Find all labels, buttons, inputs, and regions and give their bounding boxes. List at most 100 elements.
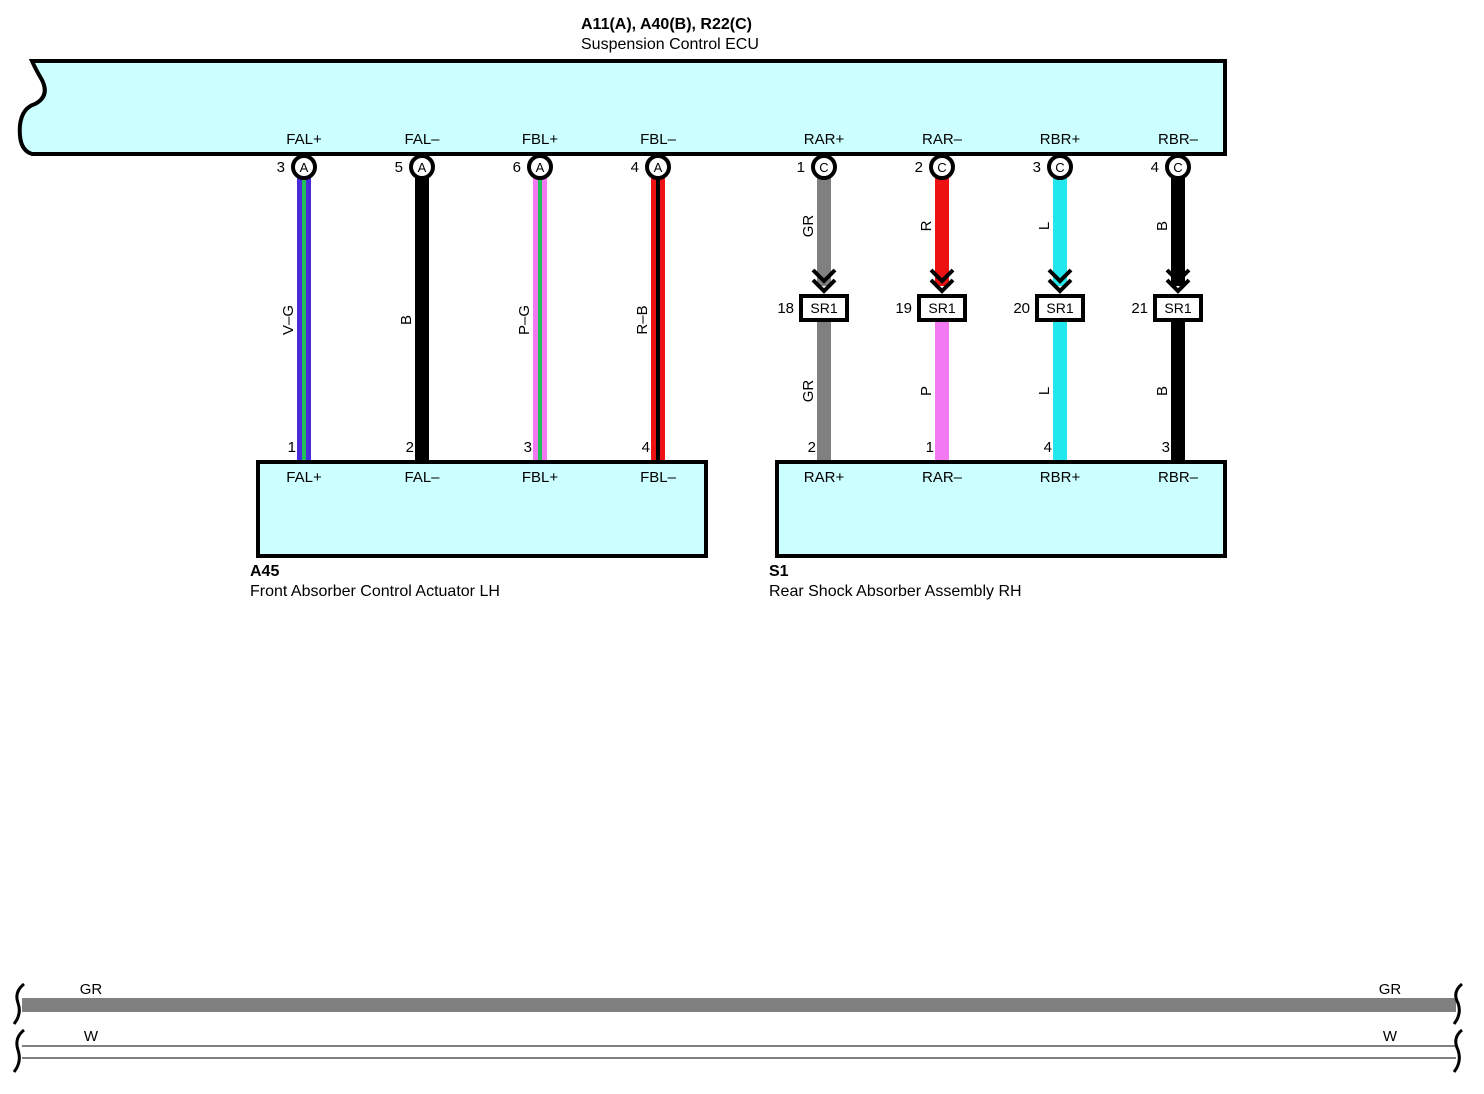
rear-absorber-name: Rear Shock Absorber Assembly RH <box>769 583 1022 600</box>
junction-chevrons <box>811 268 1191 294</box>
connector-letter: A <box>300 160 309 175</box>
junction-label: SR1 <box>1046 300 1073 316</box>
ecu-pin-number: 5 <box>395 159 403 176</box>
wire-code: L <box>1036 387 1053 395</box>
front-actuator-box <box>256 460 708 558</box>
wire-code: R <box>918 220 935 231</box>
chevron-down-icon <box>1047 268 1073 294</box>
junction-pin-number: 18 <box>777 300 794 317</box>
dest-pin-number: 1 <box>926 439 934 456</box>
wire-code: GR <box>800 215 817 238</box>
ecu-box <box>17 59 1227 156</box>
ecu-pin-numbers: 3 5 6 4 1 2 3 4 <box>277 159 1159 176</box>
connector-letter: C <box>1055 160 1064 175</box>
ecu-pin-label: RAR– <box>922 131 963 148</box>
connector-letter: C <box>937 160 946 175</box>
junction-label: SR1 <box>810 300 837 316</box>
absorber-pin-label: RAR+ <box>804 469 845 486</box>
junction-pin-number: 20 <box>1013 300 1030 317</box>
absorber-pin-label: RBR+ <box>1040 469 1081 486</box>
junction-pin-numbers: 18 19 20 21 <box>777 300 1148 317</box>
legend-code-left: W <box>84 1028 99 1045</box>
connector-letter: C <box>1173 160 1182 175</box>
wire-code: P <box>918 386 935 396</box>
ecu-pin-label: FAL– <box>404 131 440 148</box>
rear-absorber-box <box>775 460 1227 558</box>
legend-code-left: GR <box>80 981 103 998</box>
ecu-pin-label: RBR+ <box>1040 131 1081 148</box>
ecu-connector-circles: A A A A C C C C <box>291 154 1191 180</box>
ecu-pin-label: FAL+ <box>286 131 322 148</box>
wire-code: L <box>1036 222 1053 230</box>
actuator-pin-label: FAL+ <box>286 469 322 486</box>
actuator-pin-label: FBL+ <box>522 469 559 486</box>
wire-lower-p <box>935 320 949 460</box>
connector-letter: A <box>536 160 545 175</box>
actuator-pin-label: FAL– <box>404 469 440 486</box>
ecu-pin-label: RAR+ <box>804 131 845 148</box>
wire-code: B <box>398 315 415 325</box>
connector-letter: A <box>654 160 663 175</box>
ecu-pin-label: RBR– <box>1158 131 1199 148</box>
ecu-pin-number: 6 <box>513 159 521 176</box>
front-actuator-name: Front Absorber Control Actuator LH <box>250 583 500 600</box>
wire-lower-gr <box>817 320 831 460</box>
legend-gr-wire <box>22 998 1456 1012</box>
front-wires <box>297 176 665 460</box>
front-actuator-code: A45 <box>250 563 279 580</box>
wire-upper-b <box>1171 176 1185 286</box>
front-actuator-pin-labels: FAL+ FAL– FBL+ FBL– <box>286 469 676 486</box>
junction-label: SR1 <box>928 300 955 316</box>
ecu-pin-label: FBL– <box>640 131 677 148</box>
wire-upper-r <box>935 176 949 286</box>
junction-connectors: SR1 SR1 SR1 SR1 <box>799 294 1203 322</box>
rear-absorber-code: S1 <box>769 563 789 580</box>
destination-pin-numbers: 1 2 3 4 2 1 4 3 <box>288 439 1170 456</box>
wire-r-b <box>651 176 665 460</box>
wire-color-codes: V–G B P–G R–B GR R L B GR P L B <box>280 215 1171 403</box>
rear-wires <box>817 176 1185 460</box>
ecu-pin-number: 4 <box>1151 159 1159 176</box>
wire-upper-l <box>1053 176 1067 286</box>
dest-pin-number: 3 <box>524 439 532 456</box>
wire-lower-l <box>1053 320 1067 460</box>
connector-letter: C <box>819 160 828 175</box>
ecu-pin-number: 4 <box>631 159 639 176</box>
dest-pin-number: 4 <box>642 439 650 456</box>
break-marks <box>12 982 1463 1073</box>
wire-p-g <box>533 176 547 460</box>
ecu-connectors-label: A11(A), A40(B), R22(C) <box>581 16 752 33</box>
ecu-pin-number: 1 <box>797 159 805 176</box>
wire-code: P–G <box>516 305 533 335</box>
wire-upper-gr <box>817 176 831 286</box>
rear-absorber-pin-labels: RAR+ RAR– RBR+ RBR– <box>804 469 1199 486</box>
absorber-pin-label: RAR– <box>922 469 963 486</box>
connector-letter: A <box>418 160 427 175</box>
legend-code-right: GR <box>1379 981 1402 998</box>
wire-lower-b <box>1171 320 1185 460</box>
chevron-down-icon <box>811 268 837 294</box>
junction-pin-number: 21 <box>1131 300 1148 317</box>
ecu-pin-number: 2 <box>915 159 923 176</box>
wire-code: GR <box>800 380 817 403</box>
wire-legend: GR GR W W <box>12 981 1463 1073</box>
actuator-pin-label: FBL– <box>640 469 677 486</box>
dest-pin-number: 4 <box>1044 439 1052 456</box>
dest-pin-number: 2 <box>406 439 414 456</box>
ecu-pin-number: 3 <box>1033 159 1041 176</box>
junction-pin-number: 19 <box>895 300 912 317</box>
chevron-down-icon <box>1165 268 1191 294</box>
ecu-pin-label: FBL+ <box>522 131 559 148</box>
ecu-name-label: Suspension Control ECU <box>581 36 759 53</box>
absorber-pin-label: RBR– <box>1158 469 1199 486</box>
legend-code-right: W <box>1383 1028 1398 1045</box>
wire-code: V–G <box>280 305 297 335</box>
dest-pin-number: 3 <box>1162 439 1170 456</box>
wire-code: B <box>1154 221 1171 231</box>
ecu-pin-labels: FAL+ FAL– FBL+ FBL– RAR+ RAR– RBR+ RBR– <box>286 131 1198 148</box>
wire-v-g <box>297 176 311 460</box>
ecu-pin-number: 3 <box>277 159 285 176</box>
dest-pin-number: 1 <box>288 439 296 456</box>
junction-label: SR1 <box>1164 300 1191 316</box>
